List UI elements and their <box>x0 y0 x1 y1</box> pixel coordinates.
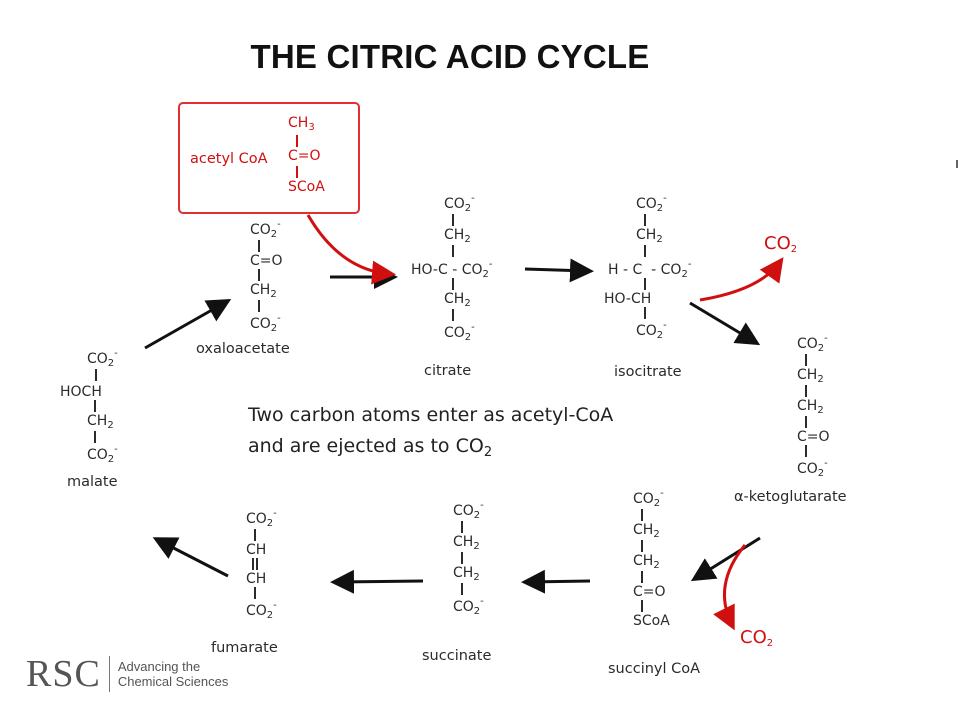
note-line-1: Two carbon atoms enter as acetyl-CoA <box>248 404 614 426</box>
fumarate-label: fumarate <box>211 640 278 656</box>
arrow-succinylcoa-succinate <box>521 569 591 594</box>
rsc-logo-mark: RSC <box>26 653 101 695</box>
co2-release-1: CO2 <box>764 233 798 255</box>
isocitrate-structure: CO2- CH2 <box>636 193 667 258</box>
malate-structure: CO2- <box>87 348 118 382</box>
citrate-lower: CH2 CO2- <box>444 278 475 343</box>
citrate-central-carbon: HO-C - CO2- <box>411 259 493 280</box>
arrow-co2-out-2 <box>713 544 747 631</box>
arrow-fumarate-malate <box>152 537 229 578</box>
arrow-malate-oxaloacetate <box>144 299 232 350</box>
succinyl-coa-label: succinyl CoA <box>608 661 701 677</box>
ketoglutarate-structure: CO2- CH2 CH2 C=O CO2- <box>797 333 830 479</box>
cycle-note: Two carbon atoms enter as acetyl-CoA and… <box>248 400 613 468</box>
note-line-2: and are ejected as to CO2 <box>248 435 493 460</box>
arrow-citrate-isocitrate <box>524 258 594 283</box>
atom-ch3: CH3 <box>288 115 315 133</box>
atom-co: C=O <box>288 148 321 164</box>
isocitrate-lower: HO-CH CO2- <box>604 278 667 341</box>
malate-lower: HOCH CH2 CO2- <box>60 384 118 465</box>
citrate-label: citrate <box>424 363 472 379</box>
succinate-label: succinate <box>422 648 492 664</box>
isocitrate-label: isocitrate <box>614 364 682 380</box>
rsc-logo-line-1: Advancing the <box>117 659 201 674</box>
fumarate-structure: CO2- CH CH CO2- <box>246 508 277 621</box>
citrate-structure: CO2- CH2 <box>444 193 475 258</box>
arrow-acetylcoa-in <box>306 214 396 285</box>
arrow-co2-out-1 <box>699 257 784 302</box>
succinyl-coa-structure: CO2- CH2 CH2 C=O SCoA <box>633 488 670 629</box>
rsc-logo-line-2: Chemical Sciences <box>117 674 229 689</box>
rsc-logo: RSC Advancing the Chemical Sciences <box>26 652 228 696</box>
arrow-isocitrate-ketoglutarate <box>689 301 761 346</box>
page-title: THE CITRIC ACID CYCLE <box>250 38 650 75</box>
succinate-structure: CO2- CH2 CH2 CO2- <box>453 500 484 617</box>
acetyl-coa-label: acetyl CoA <box>190 151 268 167</box>
oxaloacetate-label: oxaloacetate <box>196 341 290 357</box>
acetyl-coa-structure: CH3 C=O SCoA <box>288 115 325 195</box>
acetyl-coa-highlight-box <box>178 102 360 214</box>
ketoglutarate-label: α-ketoglutarate <box>734 489 847 505</box>
malate-label: malate <box>67 474 118 490</box>
arrow-succinate-fumarate <box>330 569 424 594</box>
isocitrate-central-carbon: H - C - CO2- <box>608 259 692 280</box>
atom-scoa: SCoA <box>288 179 325 195</box>
arrow-ketoglutarate-succinylcoa <box>690 536 761 582</box>
co2-release-2: CO2 <box>740 627 774 649</box>
edge-mark <box>956 160 958 168</box>
oxaloacetate-structure: CO2- C=O CH2 CO2- <box>250 219 283 334</box>
